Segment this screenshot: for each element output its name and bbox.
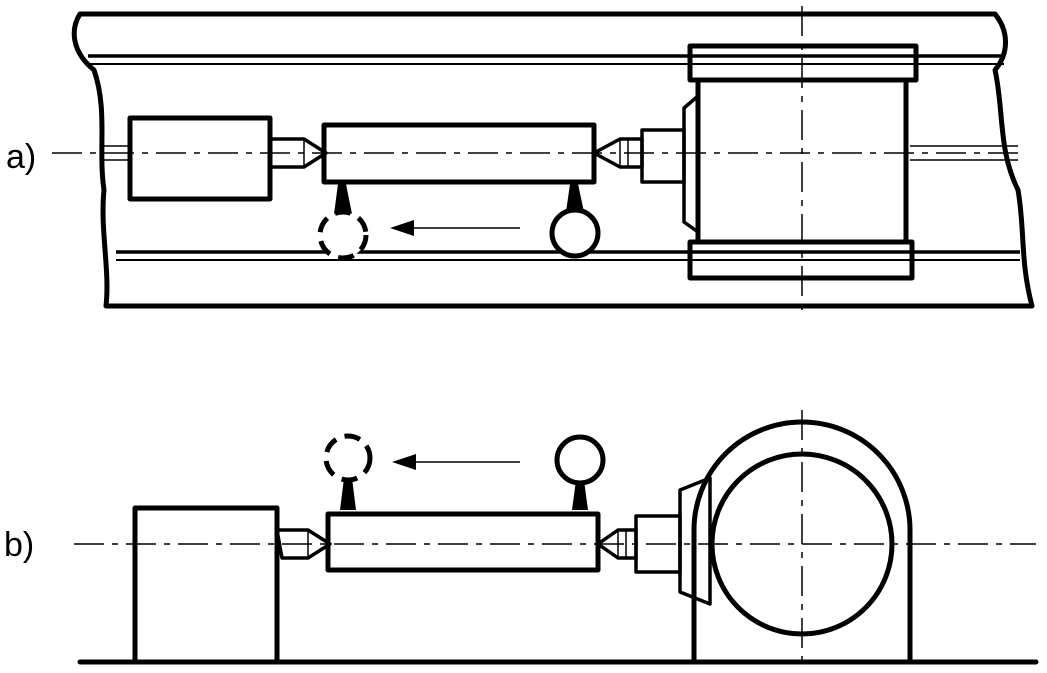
view-a-spindle-nose xyxy=(640,128,686,184)
view-b-chuck-plate xyxy=(678,476,712,606)
view-b-side-view: b) xyxy=(4,410,1039,666)
view-a-tailstock xyxy=(127,115,273,202)
view-b-tailstock xyxy=(132,505,280,665)
view-a-label: a) xyxy=(6,138,36,176)
view-a-headstock-bottom-flange xyxy=(687,239,915,281)
view-a-probe-stem-final xyxy=(334,184,352,214)
view-b-indicator-final-position xyxy=(323,433,373,483)
view-a-motion-arrow-head xyxy=(390,220,414,236)
view-a-indicator-final-position xyxy=(317,209,369,261)
view-a-tailstock-center xyxy=(268,137,328,169)
view-b-workpiece xyxy=(325,511,601,573)
view-b-probe-stem-start xyxy=(572,480,588,510)
view-a-bed-outline xyxy=(71,11,1035,309)
view-a-probe-stem-start xyxy=(566,184,584,212)
view-b-label: b) xyxy=(4,526,34,564)
view-a-headstock-top-flange xyxy=(687,43,919,83)
view-a-indicator-start-position xyxy=(549,207,601,259)
view-b-motion-arrow-head xyxy=(392,454,416,470)
view-b-tailstock-center xyxy=(275,528,332,560)
view-b-probe-stem-final xyxy=(340,478,356,510)
view-b-indicator-start-position xyxy=(554,434,606,486)
view-a-top-view: a) xyxy=(6,6,1035,316)
